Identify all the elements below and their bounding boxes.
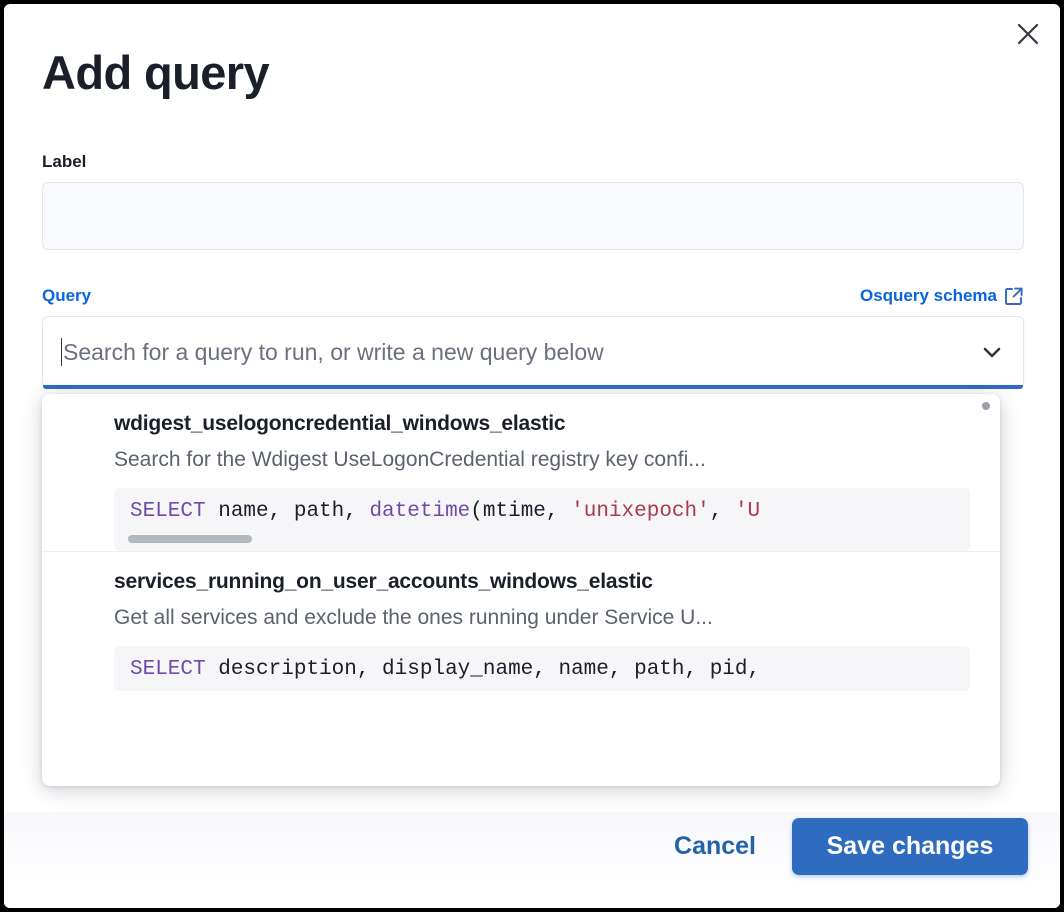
label-field-label: Label	[42, 152, 87, 171]
list-item-description: Search for the Wdigest UseLogonCredentia…	[114, 448, 706, 471]
modal-footer: Cancel Save changes	[4, 812, 1060, 908]
save-changes-button[interactable]: Save changes	[792, 817, 1028, 875]
list-item-title: wdigest_uselogoncredential_windows_elast…	[114, 412, 566, 435]
list-item[interactable]: wdigest_uselogoncredential_windows_elast…	[42, 394, 1000, 551]
modal-body: Label Query Osquery schema	[4, 152, 1060, 812]
page-title: Add query	[42, 46, 270, 99]
code-scrollbar[interactable]	[128, 535, 252, 543]
close-icon[interactable]	[1010, 16, 1046, 52]
label-input[interactable]	[42, 182, 1024, 250]
cancel-button[interactable]: Cancel	[664, 826, 766, 867]
osquery-schema-link[interactable]: Osquery schema	[860, 286, 1024, 306]
list-item-title: services_running_on_user_accounts_window…	[114, 570, 653, 593]
osquery-schema-link-label: Osquery schema	[859, 286, 997, 305]
list-item-code-preview[interactable]: SELECT description, display_name, name, …	[114, 646, 970, 691]
query-combobox-wrapper: wdigest_uselogoncredential_windows_elast…	[42, 316, 1024, 786]
query-header-row: Query Osquery schema	[42, 286, 1024, 306]
chevron-down-icon[interactable]	[977, 337, 1007, 367]
query-section-label[interactable]: Query	[42, 286, 92, 305]
list-item-description: Get all services and exclude the ones ru…	[114, 606, 713, 629]
add-query-modal: Add query Label Query Osquery schema	[4, 4, 1060, 908]
text-caret	[61, 338, 62, 366]
query-search-input[interactable]	[59, 338, 977, 366]
query-suggestions-dropdown: wdigest_uselogoncredential_windows_elast…	[42, 394, 1000, 786]
dropdown-scrollbar[interactable]	[982, 402, 990, 410]
external-link-icon	[1005, 287, 1023, 305]
query-combobox[interactable]	[42, 316, 1024, 389]
list-item-code-preview[interactable]: SELECT name, path, datetime(mtime, 'unix…	[114, 488, 970, 551]
list-item[interactable]: services_running_on_user_accounts_window…	[42, 551, 1000, 691]
